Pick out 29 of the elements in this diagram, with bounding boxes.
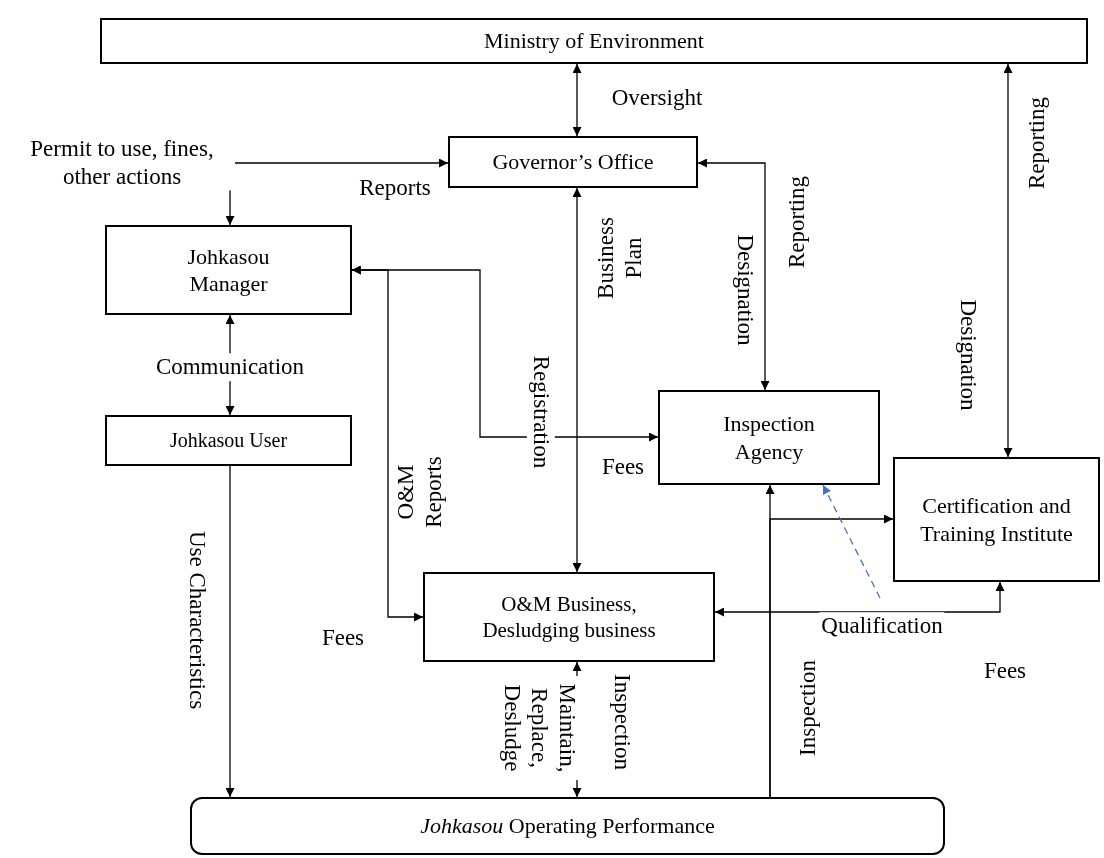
process-box [893, 457, 1100, 582]
arrow [697, 158, 770, 391]
edge-label: Registration [527, 353, 555, 471]
process-box [423, 572, 715, 662]
node-label: Inspection Agency [722, 410, 816, 465]
node-label: Governor’s Office [492, 148, 654, 176]
arrow [225, 465, 235, 798]
arrow [225, 158, 449, 226]
process-box [658, 390, 880, 485]
node-label: Certification and Training Institute [919, 492, 1074, 547]
arrow [769, 514, 894, 798]
arrow [351, 265, 424, 622]
node-label: O&M Business, Desludging business [481, 590, 657, 644]
node-label: Johkasou Manager [186, 242, 271, 298]
arrow [572, 187, 582, 573]
process-box [100, 18, 1088, 64]
dashed-arrow [822, 484, 881, 599]
arrow [572, 63, 582, 137]
process-box [105, 415, 352, 466]
arrow [714, 581, 1005, 617]
node-label: Johkasou Operating Performance [420, 812, 715, 840]
edge-label: Communication [153, 353, 307, 381]
node-label: Johkasou User [169, 428, 288, 453]
edge-label: Qualification [819, 612, 945, 640]
arrow [1003, 63, 1013, 458]
rounded-process-box [190, 797, 945, 855]
process-box [105, 225, 352, 315]
process-box [448, 136, 698, 188]
node-label: Ministry of Environment [484, 27, 704, 55]
